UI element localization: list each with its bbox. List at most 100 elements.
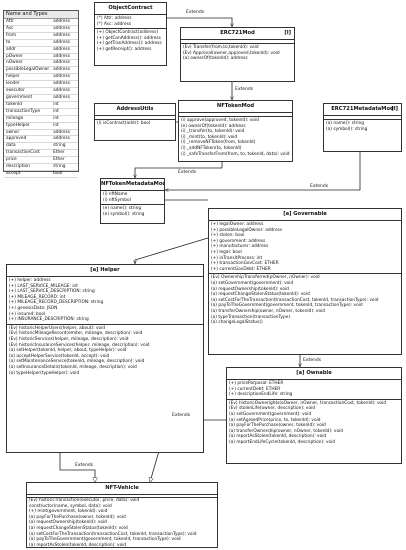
type-row-type: address bbox=[51, 129, 78, 137]
class-title: ERC721MetadataMod [I] bbox=[324, 104, 401, 116]
method-line: (a) symbol(): string bbox=[326, 126, 368, 132]
class-objectcontract: ObjectContract (*) Attr: address (*) Asc… bbox=[94, 2, 167, 66]
class-attributes bbox=[181, 40, 294, 44]
class-nftokenmetadatamod: NFTokenMetadataMod (i) nftName (i) nftSy… bbox=[100, 178, 165, 224]
method-line: (a) payForThePurchase(owner, tokenId): v… bbox=[29, 514, 126, 520]
class-methods: (Ev) historicOwnerights(oOwner, nOwner, … bbox=[227, 400, 401, 447]
method-line: (Ev) stolenLife(owner, description): voi… bbox=[229, 406, 315, 412]
type-row-type: address bbox=[51, 46, 78, 54]
class-attributes: (*) Attr: address (*) Asc: address bbox=[95, 15, 166, 30]
class-methods: (Ev) historicHelperUsers(helper, about):… bbox=[7, 325, 203, 377]
class-title: ERC721Mod [I] bbox=[181, 28, 294, 40]
type-row-name: government bbox=[4, 94, 52, 102]
attr-line: (+) transactionGovCost: ETHER bbox=[211, 261, 279, 267]
name-types-header: Name and Types bbox=[4, 11, 78, 19]
extends-label: Extends bbox=[235, 87, 254, 92]
class-title: AddressUtils bbox=[95, 104, 175, 116]
class-nftokenmod: NFTokenMod (i) approve(approved, tokenId… bbox=[178, 100, 293, 162]
class-attributes: (+) pricePorposal: ETHER(+) currentDebt:… bbox=[227, 380, 401, 400]
class-title: [a] Helper bbox=[7, 265, 203, 277]
attr-line: (+) inTransitProcess: int bbox=[211, 255, 263, 261]
class-attributes: (+) helper: address(+) LAST_SERVICE_MILE… bbox=[7, 277, 203, 325]
class-attributes: (i) nftName (i) nftSymbol bbox=[101, 191, 164, 206]
type-row-type: address bbox=[51, 94, 78, 102]
class-methods: (Ev) Transfer(from,to,tokenId): void (Ev… bbox=[181, 44, 294, 63]
type-row-name: accept bbox=[4, 170, 52, 178]
attr-line: (+) currentGovDebt: ETHER bbox=[211, 266, 271, 272]
method-line: (a) setMaintenanceService(tokenId, milea… bbox=[9, 359, 145, 365]
class-helper: [a] Helper (+) helper: address(+) LAST_S… bbox=[6, 264, 204, 453]
method-line: (a) setHelper(tokenId, helper, about, ty… bbox=[9, 348, 127, 354]
attr-line: (i) nftSymbol bbox=[103, 197, 131, 203]
type-row-name: description bbox=[4, 163, 52, 171]
method-line: (Ev) Approval(owner,approved,tokenId): v… bbox=[183, 50, 280, 56]
type-row-name: owner bbox=[4, 129, 52, 137]
type-row-name: possibleLegalOwner bbox=[4, 66, 52, 75]
method-line: (a) setAgreedPrice(price, to, tokenId): … bbox=[229, 417, 321, 423]
type-row-type: string bbox=[51, 142, 78, 151]
type-row-name: nOwner bbox=[4, 59, 52, 68]
line-erc721metadata-metadata bbox=[165, 152, 361, 190]
method-line: (a) transferOwnership(owner, nOwner, tok… bbox=[211, 308, 325, 314]
interface-flag: [I] bbox=[391, 106, 398, 112]
attr-line: (+) helper: address bbox=[9, 278, 51, 283]
method-line: (+) mint(government, tokenId): void bbox=[29, 509, 108, 515]
type-row-type: address bbox=[51, 73, 78, 82]
method-line: (Ev) historicOwnerights(oOwner, nOwner, … bbox=[229, 400, 387, 406]
class-title-text: ERC721Mod bbox=[220, 30, 255, 36]
attr-line: (+) pricePorposal: ETHER bbox=[229, 381, 284, 386]
method-line: (i) _addNFToken(to, tokenId) bbox=[181, 145, 242, 151]
attr-line: (+) LAST_SERVICE_MILEAGE: int bbox=[9, 283, 78, 289]
method-line: (Ev) historicServices(helper, mileage, d… bbox=[9, 336, 129, 342]
extends-label: Extends bbox=[172, 413, 191, 418]
type-row-type: address bbox=[51, 80, 78, 89]
class-methods: (Ev) OwnershipTransferred(pOwner, nOwner… bbox=[209, 274, 401, 326]
method-line: (+) getTranAddress(): address bbox=[97, 41, 162, 47]
method-line: (a) payToTheGovernment(government, token… bbox=[29, 537, 181, 543]
method-line: (i) _safeTransferFrom(from, to, tokenId,… bbox=[181, 151, 290, 157]
type-row-name: executor bbox=[4, 87, 52, 95]
class-governable: [a] Governable (+) legalOwner: address(+… bbox=[208, 208, 402, 355]
type-row-name: addr bbox=[4, 46, 52, 54]
method-line: (a) changeLegalStatus() bbox=[211, 320, 263, 326]
method-line: (+) ObjectContract(address) bbox=[97, 30, 159, 36]
type-row-name: approved bbox=[4, 135, 52, 144]
attr-line: (+) insured: bool bbox=[9, 311, 46, 317]
type-row-name: transactionType bbox=[4, 108, 52, 116]
type-row-type: Ether bbox=[51, 156, 78, 165]
type-row-name: price bbox=[4, 156, 52, 165]
extends-label: Extends bbox=[186, 10, 205, 15]
attr-line: (*) Asc: address bbox=[97, 21, 132, 27]
type-row-name: tokenId bbox=[4, 101, 52, 109]
method-line: (a) payForThePurchase(owner, tokenId): v… bbox=[229, 423, 326, 429]
method-line: (a) reportAsStolen(tokenId, description)… bbox=[229, 434, 327, 440]
method-line: (a) payToTheGovernment(government, token… bbox=[211, 303, 363, 309]
attr-line: (+) currentDebt: ETHER bbox=[229, 386, 281, 392]
attr-line: (i) nftName bbox=[103, 192, 128, 197]
method-line: (Ev) historicInsuranceServices(helper, m… bbox=[9, 342, 150, 348]
method-line: (a) typeTransaction(transactionType) bbox=[211, 314, 291, 320]
method-line: (a) requestOwnership(tokenId): void bbox=[29, 520, 107, 526]
method-line: (a) requestOwnership(tokenId): void bbox=[211, 286, 289, 292]
class-methods: (i) approve(approved, tokenId): void (e)… bbox=[179, 117, 292, 158]
attr-line: (+) legal: bool bbox=[211, 249, 242, 255]
type-row-name: mileage bbox=[4, 115, 52, 123]
type-row-type: address bbox=[51, 59, 78, 68]
type-row-name: Attr bbox=[4, 19, 52, 26]
type-row-type: int bbox=[51, 115, 78, 123]
